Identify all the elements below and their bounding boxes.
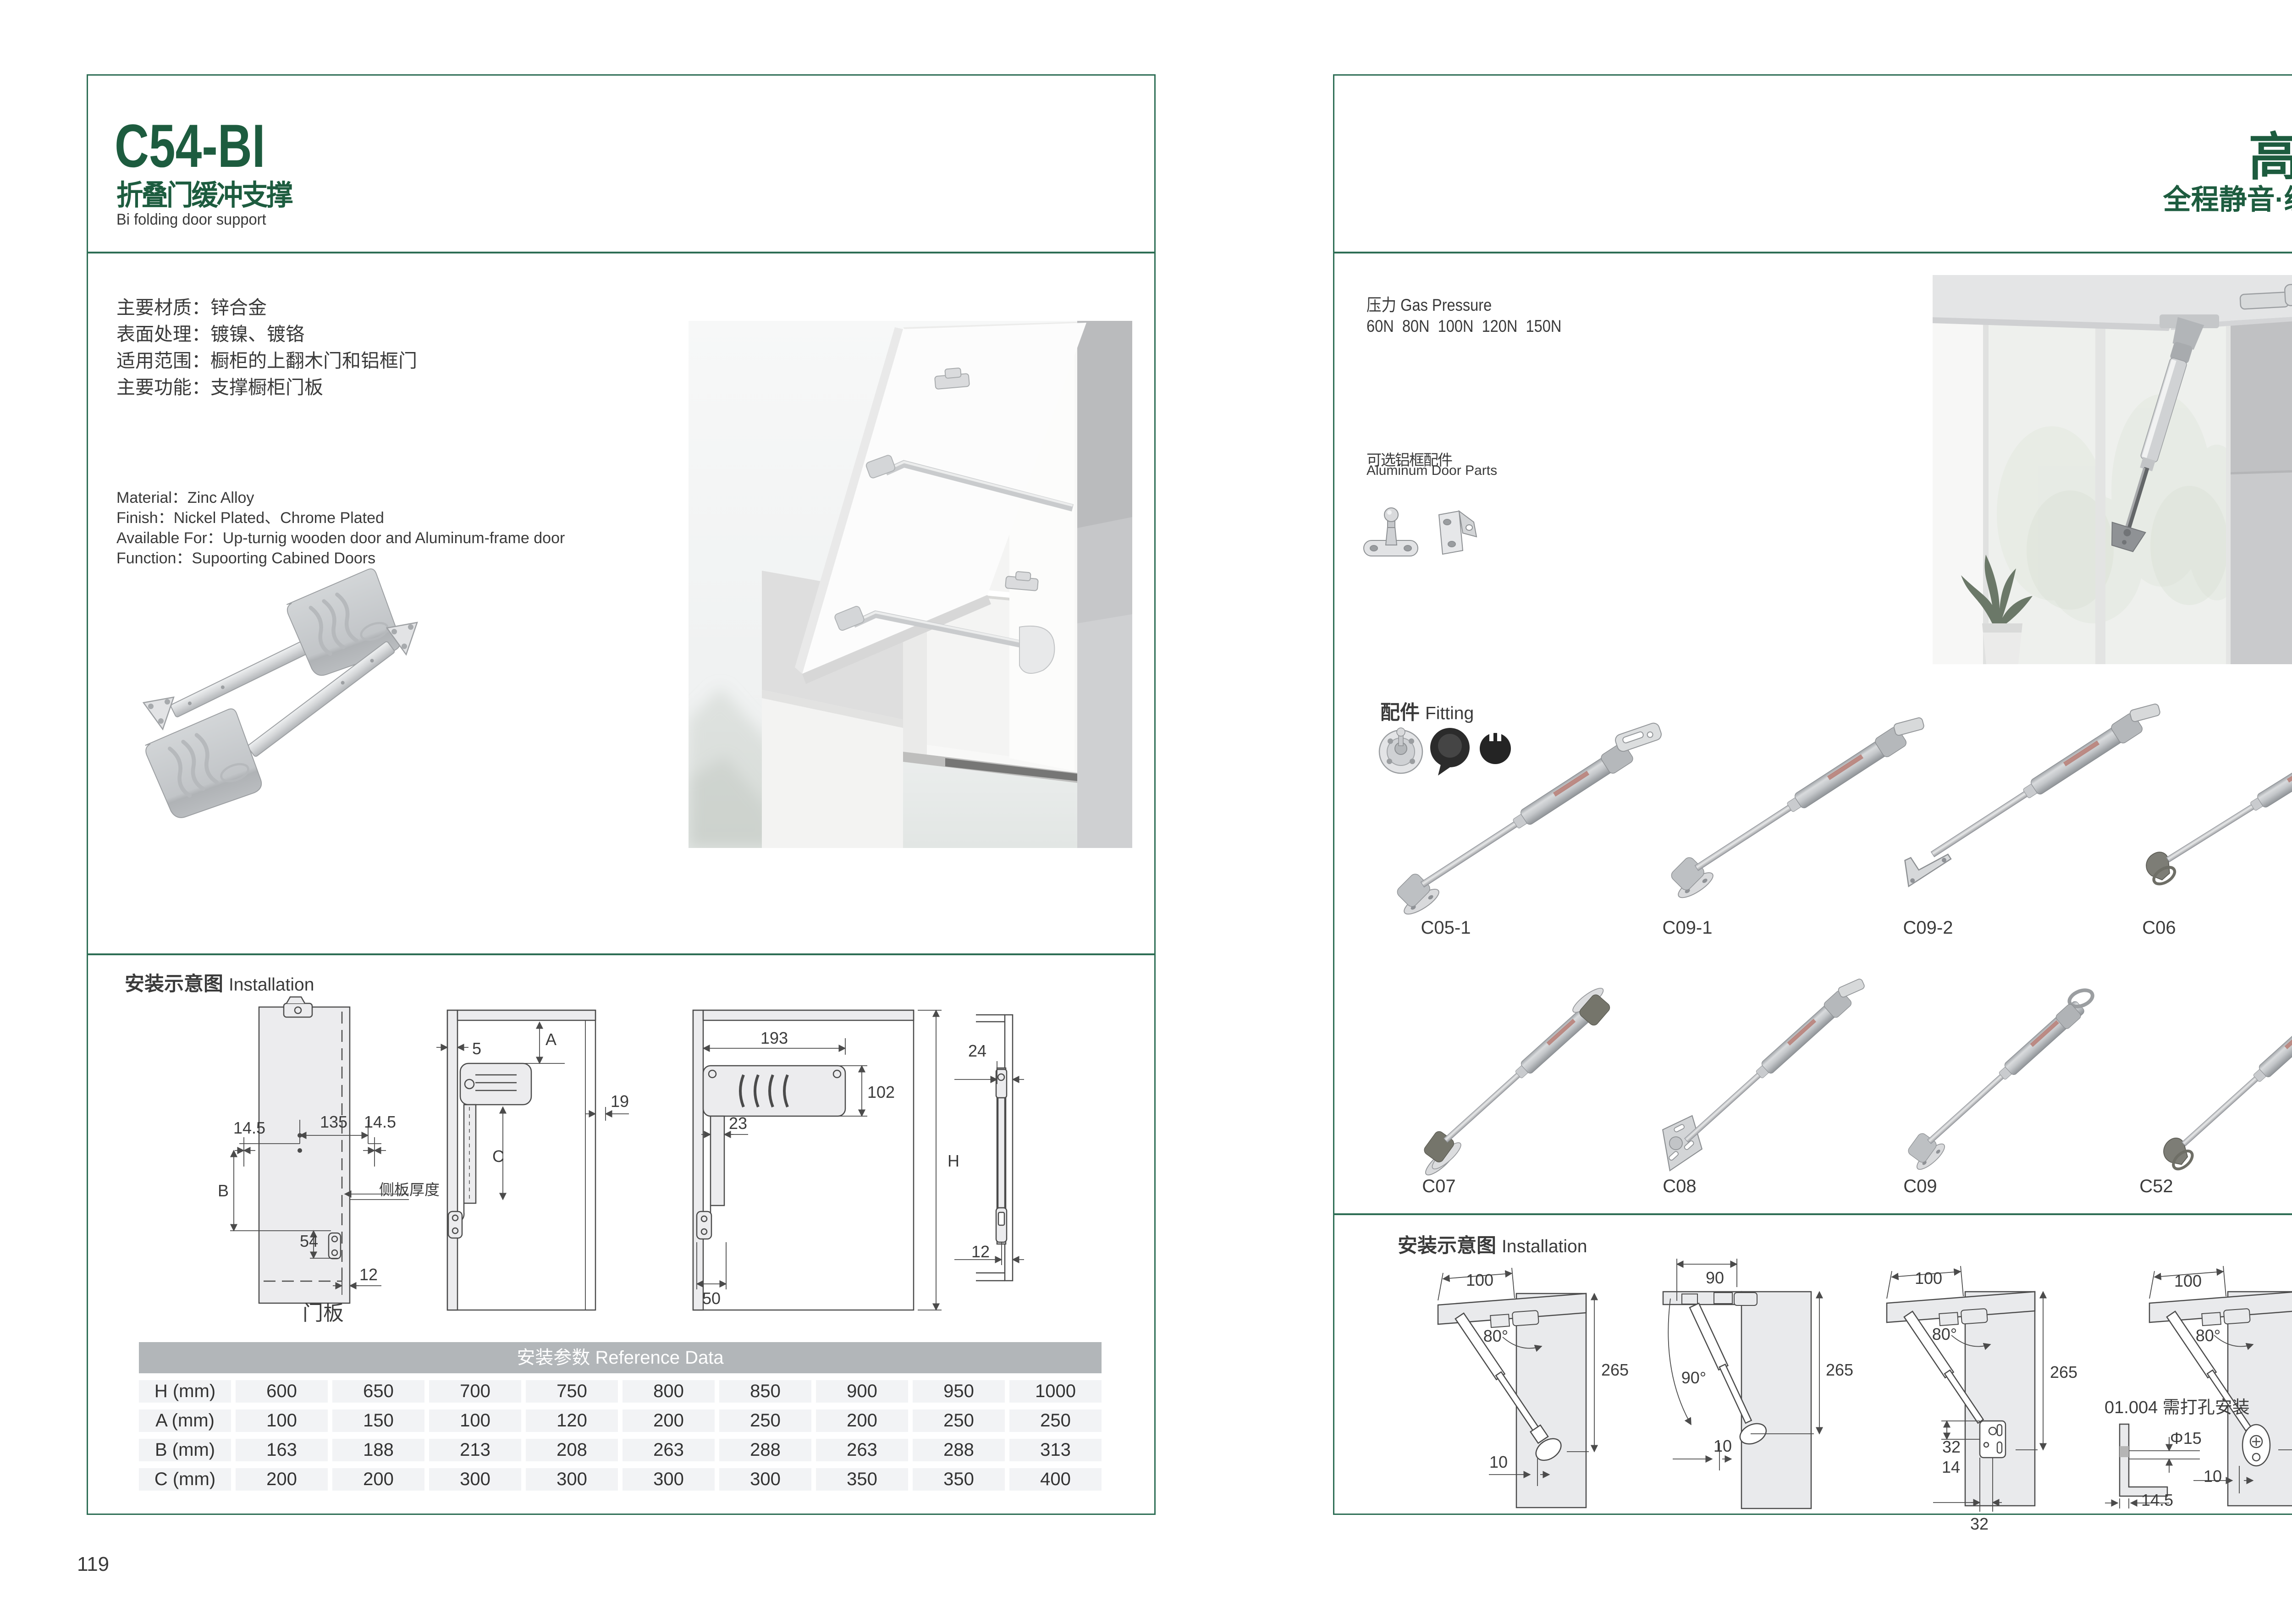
svg-text:A: A — [545, 1030, 556, 1049]
svg-text:32: 32 — [1942, 1437, 1961, 1456]
svg-text:23: 23 — [729, 1114, 747, 1133]
svg-text:14.5: 14.5 — [364, 1112, 396, 1131]
svg-text:265: 265 — [2050, 1363, 2077, 1382]
svg-text:C09-1: C09-1 — [1663, 918, 1713, 938]
svg-text:C07: C07 — [1422, 1176, 1455, 1196]
svg-text:193: 193 — [760, 1029, 788, 1047]
svg-text:Φ15: Φ15 — [2170, 1429, 2202, 1448]
svg-text:侧板厚度: 侧板厚度 — [379, 1181, 440, 1198]
svg-text:门板: 门板 — [303, 1301, 344, 1325]
svg-text:265: 265 — [1601, 1360, 1629, 1379]
svg-text:C52: C52 — [2139, 1176, 2173, 1196]
svg-text:5: 5 — [472, 1039, 481, 1058]
svg-text:01.004 需打孔安装: 01.004 需打孔安装 — [2105, 1398, 2250, 1417]
svg-text:32: 32 — [1970, 1514, 1989, 1533]
svg-text:50: 50 — [702, 1289, 721, 1308]
svg-text:100: 100 — [2174, 1272, 2202, 1290]
svg-text:90: 90 — [1706, 1268, 1724, 1287]
svg-text:24: 24 — [968, 1041, 986, 1060]
svg-text:12: 12 — [359, 1265, 378, 1284]
svg-text:C06: C06 — [2142, 918, 2176, 938]
svg-text:135: 135 — [320, 1112, 347, 1131]
svg-text:80°: 80° — [2196, 1326, 2220, 1345]
svg-text:100: 100 — [1466, 1271, 1493, 1289]
svg-text:10: 10 — [1489, 1453, 1508, 1471]
svg-text:10: 10 — [2204, 1467, 2222, 1486]
svg-text:C: C — [492, 1147, 504, 1166]
svg-text:H: H — [948, 1151, 959, 1170]
svg-text:10: 10 — [1713, 1437, 1732, 1455]
svg-text:C05-1: C05-1 — [1421, 918, 1471, 938]
svg-text:B: B — [218, 1181, 229, 1200]
svg-text:90°: 90° — [1681, 1368, 1706, 1387]
svg-text:12: 12 — [971, 1242, 990, 1261]
svg-text:14: 14 — [1942, 1458, 1960, 1476]
svg-text:C08: C08 — [1663, 1176, 1696, 1196]
svg-text:19: 19 — [611, 1092, 629, 1111]
svg-text:80°: 80° — [1483, 1327, 1508, 1345]
svg-text:14.5: 14.5 — [2141, 1491, 2173, 1509]
svg-text:54: 54 — [300, 1232, 318, 1250]
svg-text:80°: 80° — [1932, 1325, 1957, 1343]
svg-text:C09-2: C09-2 — [1903, 918, 1953, 938]
svg-text:265: 265 — [1826, 1360, 1853, 1379]
svg-text:14.5: 14.5 — [233, 1118, 265, 1137]
svg-text:100: 100 — [1915, 1269, 1942, 1288]
svg-text:C09: C09 — [1903, 1176, 1937, 1196]
svg-text:102: 102 — [867, 1083, 895, 1101]
